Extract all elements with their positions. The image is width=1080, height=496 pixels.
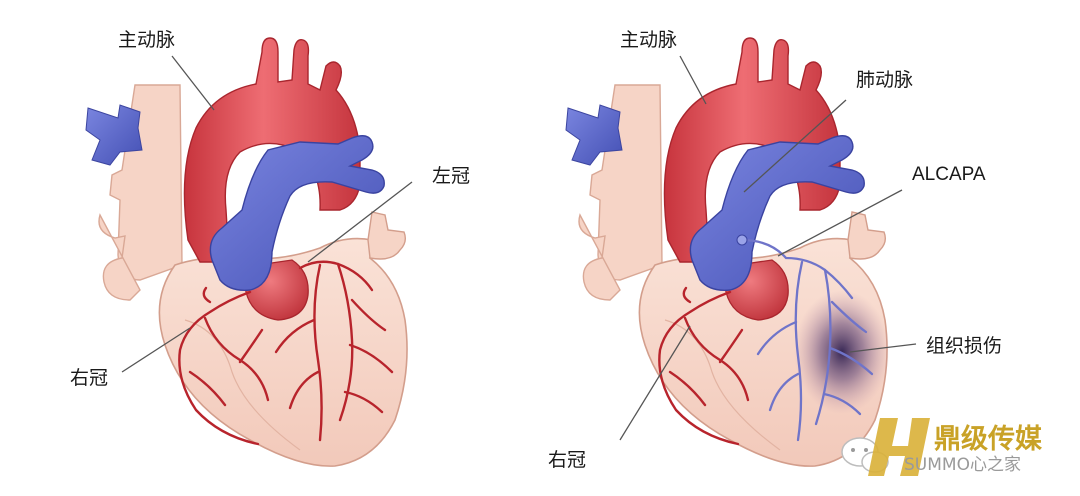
label-pulmonary-artery: 肺动脉 [856, 69, 913, 91]
left-heart-coronaries [178, 260, 394, 446]
label-alcapa: ALCAPA [912, 164, 986, 185]
label-aorta-right: 主动脉 [620, 29, 677, 51]
label-right-coronary-right: 右冠 [548, 449, 586, 471]
watermark-brand: 鼎级传媒 [934, 423, 1043, 455]
right-heart-alcapa [565, 37, 890, 467]
label-tissue-damage: 组织损伤 [926, 335, 1002, 357]
left-heart-normal [85, 37, 408, 467]
leader-lines [121, 55, 917, 441]
watermark: 鼎级传媒 SUMMO心之家 [841, 418, 1043, 476]
watermark-sub: SUMMO心之家 [904, 455, 1021, 475]
brand-logo-icon [868, 418, 930, 476]
label-right-coronary-left: 右冠 [70, 367, 108, 389]
label-left-coronary: 左冠 [432, 165, 470, 187]
anomalous-left-coronary [740, 238, 874, 442]
label-aorta-left: 主动脉 [118, 29, 175, 51]
